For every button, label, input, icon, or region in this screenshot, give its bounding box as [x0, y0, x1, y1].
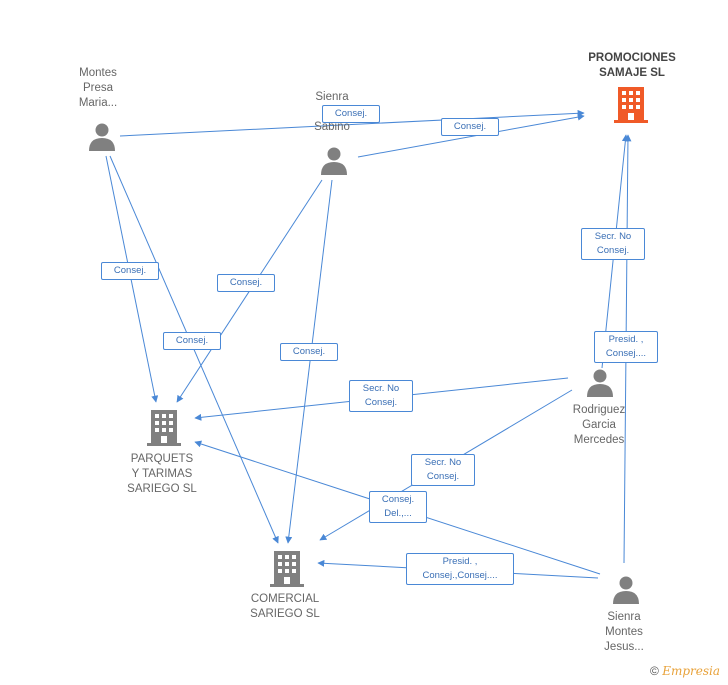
footer-brand: © Empresia: [650, 664, 720, 678]
brand-name: Empresia: [662, 664, 720, 678]
edge-label[interactable]: Consej.: [163, 332, 221, 350]
person-label-montes: Montes Presa Maria...: [78, 67, 118, 109]
edge-label[interactable]: Secr. No Consej.: [581, 228, 645, 260]
company-label-comercial: COMERCIAL SARIEGO SL: [250, 593, 320, 620]
edge-sienrafo-promociones: [357, 113, 585, 158]
copyright-mark: ©: [650, 664, 659, 678]
edge-montes-promociones: [119, 109, 585, 137]
company-label-promociones: PROMOCIONES SAMAJE SL: [588, 52, 676, 79]
person-label-sienra-montes: Sienra Montes Jesus...: [604, 611, 644, 653]
edge-label[interactable]: Secr. No Consej.: [411, 454, 475, 486]
edge-sienrafo-comercial: [285, 179, 333, 544]
building-icon[interactable]: [270, 551, 304, 587]
person-icon[interactable]: [611, 574, 641, 604]
company-label-parquets: PARQUETS Y TARIMAS SARIEGO SL: [127, 453, 197, 495]
edge-label[interactable]: Presid. , Consej....: [594, 331, 658, 363]
edge-label[interactable]: Consej. Del.,...: [369, 491, 427, 523]
edge-label[interactable]: Consej.: [280, 343, 338, 361]
person-icon[interactable]: [319, 145, 349, 175]
edge-label[interactable]: Consej.: [322, 105, 380, 123]
edge-label[interactable]: Consej.: [101, 262, 159, 280]
person-label-rodriguez: Rodriguez Garcia Mercedes: [572, 404, 626, 446]
edge-label[interactable]: Presid. , Consej.,Consej....: [406, 553, 514, 585]
person-icon[interactable]: [87, 121, 117, 151]
edge-label[interactable]: Consej.: [441, 118, 499, 136]
building-icon[interactable]: [614, 87, 648, 123]
edge-label[interactable]: Secr. No Consej.: [349, 380, 413, 412]
person-icon[interactable]: [585, 367, 615, 397]
edge-label[interactable]: Consej.: [217, 274, 275, 292]
building-icon[interactable]: [147, 410, 181, 446]
